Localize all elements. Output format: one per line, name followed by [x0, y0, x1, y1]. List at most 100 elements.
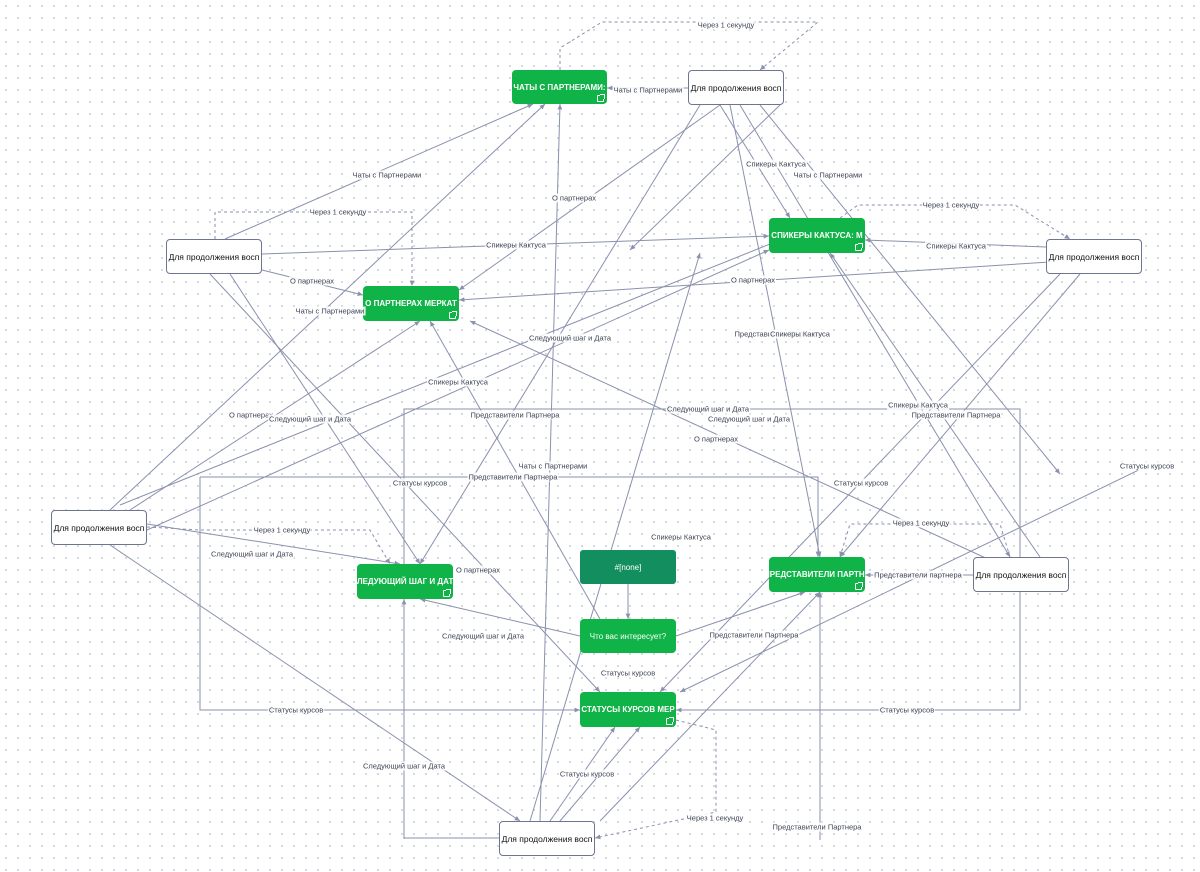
edge-label: Через 1 секунду	[252, 525, 312, 535]
node-continue-2[interactable]: Для продолжения восп	[166, 239, 262, 274]
node-label: ПРЕДСТАВИТЕЛИ ПАРТНЕ	[769, 570, 865, 579]
node-speakers[interactable]: СПИКЕРЫ КАКТУСА: М	[769, 218, 865, 253]
edge-label: Следующий шаг и Дата	[267, 414, 353, 424]
edge-label: Спикеры Кактуса	[769, 329, 831, 339]
edge-label: Спикеры Кактуса	[745, 159, 807, 169]
node-next-step[interactable]: СЛЕДУЮЩИЙ ШАГ И ДАТА	[357, 564, 453, 599]
edge-label: Спикеры Кактуса	[925, 241, 987, 251]
edge-label: Статусы курсов	[1118, 461, 1176, 471]
edge-label: Спикеры Кактуса	[650, 532, 712, 542]
node-continue-5[interactable]: Для продолжения восп	[973, 557, 1069, 592]
edge-line	[529, 252, 701, 822]
external-link-icon[interactable]	[449, 311, 457, 319]
edge-label: Чаты с Партнерами	[792, 170, 864, 180]
node-label: #[none]	[614, 562, 642, 572]
edge-label: Следующий шаг и Дата	[440, 631, 526, 641]
edge-label: Спикеры Кактуса	[427, 377, 489, 387]
node-chaty[interactable]: ЧАТЫ С ПАРТНЕРАМИ:	[512, 70, 607, 104]
edge-label: Статусы курсов	[558, 769, 616, 779]
node-label: Для продолжения восп	[1048, 251, 1140, 262]
node-representatives[interactable]: ПРЕДСТАВИТЕЛИ ПАРТНЕ	[769, 557, 865, 592]
node-continue-4[interactable]: Для продолжения восп	[51, 510, 147, 545]
edge-label: Представители Партнера	[467, 472, 559, 482]
node-label: Для продолжения восп	[975, 569, 1067, 580]
node-continue-6[interactable]: Для продолжения восп	[499, 821, 595, 856]
edge-label: Статусы курсов	[599, 668, 657, 678]
edge-label: Чаты с Партнерами	[612, 85, 684, 95]
timer-edge-line	[594, 719, 717, 840]
external-link-icon[interactable]	[443, 589, 451, 597]
edge-label: О партнерах	[289, 276, 335, 286]
edge-line	[675, 591, 806, 637]
external-link-icon[interactable]	[597, 94, 605, 102]
edge-label: Представители Партнера	[469, 410, 561, 420]
timer-edge-line	[839, 523, 1011, 558]
edge-label: О партнерах	[455, 565, 501, 575]
edge-label: Чаты с Партнерами	[517, 461, 589, 471]
edge-label: Спикеры Кактуса	[887, 400, 949, 410]
external-link-icon[interactable]	[855, 582, 863, 590]
edge-label: Через 1 секунду	[891, 518, 951, 528]
node-label: ЧАТЫ С ПАРТНЕРАМИ:	[513, 82, 606, 92]
node-label: О ПАРТНЕРАХ МЕРКАТ	[365, 299, 457, 308]
edge-line	[200, 476, 821, 557]
external-link-icon[interactable]	[666, 717, 674, 725]
node-label: Для продолжения восп	[501, 833, 593, 844]
edge-label: Через 1 секунду	[921, 200, 981, 210]
edge-label: Представители партнера	[873, 570, 963, 580]
edge-label: Представители Партнера	[910, 410, 1002, 420]
node-label: СЛЕДУЮЩИЙ ШАГ И ДАТА	[357, 577, 453, 586]
node-label: СПИКЕРЫ КАКТУСА: М	[771, 231, 863, 240]
edge-line	[759, 104, 1061, 475]
edge-line	[109, 544, 521, 822]
edge-label: О партнерах	[228, 410, 274, 420]
edge-line	[146, 523, 401, 566]
edge-line	[739, 104, 1011, 558]
edge-label: Статусы курсов	[267, 705, 325, 715]
edge-label: Представители Партнера	[771, 822, 863, 832]
edge-label: Следующий шаг и Дата	[527, 333, 613, 343]
edge-label: Статусы курсов	[832, 478, 890, 488]
external-link-icon[interactable]	[855, 243, 863, 251]
edge-label: Следующий шаг и Дата	[706, 414, 792, 424]
edge-label: О партнерах	[551, 193, 597, 203]
node-label: Для продолжения восп	[53, 522, 145, 533]
edge-line	[199, 477, 580, 713]
edge-line	[146, 249, 770, 531]
timer-edge-line	[559, 21, 820, 71]
edge-label: Статусы курсов	[878, 705, 936, 715]
edge-label: Статусы курсов	[391, 478, 449, 488]
edge-label: Через 1 секунду	[308, 207, 368, 217]
edge-line	[419, 597, 581, 637]
edge-label: Чаты с Партнерами	[351, 170, 423, 180]
timer-edge-line	[214, 211, 415, 286]
edge-label: О партнерах	[730, 275, 776, 285]
timer-edge-line	[839, 204, 1071, 240]
edge-label: Через 1 секунду	[685, 813, 745, 823]
edge-label: Через 1 секунду	[696, 20, 756, 30]
edge-label: Представители Партнера	[708, 630, 800, 640]
edge-label: О партнерах	[693, 434, 739, 444]
node-label: Что вас интересует?	[589, 631, 667, 641]
edge-line	[599, 591, 821, 822]
node-continue-3[interactable]: Для продолжения восп	[1046, 239, 1142, 274]
edge-line	[629, 104, 781, 251]
node-question[interactable]: Что вас интересует?	[580, 619, 676, 653]
node-partners[interactable]: О ПАРТНЕРАХ МЕРКАТ	[363, 286, 459, 321]
edge-line	[429, 320, 601, 620]
node-label: СТАТУСЫ КУРСОВ МЕР	[581, 705, 675, 714]
node-none[interactable]: #[none]	[580, 550, 676, 584]
node-label: Для продолжения восп	[690, 82, 782, 93]
edge-label: Спикеры Кактуса	[485, 240, 547, 250]
edge-line	[119, 239, 781, 506]
edge-label: Следующий шаг и Дата	[209, 549, 295, 559]
edge-label: Чаты с Партнерами	[294, 306, 366, 316]
node-label: Для продолжения восп	[168, 251, 260, 262]
node-continue-1[interactable]: Для продолжения восп	[688, 70, 784, 105]
edge-label: Следующий шаг и Дата	[361, 761, 447, 771]
edge-line	[401, 599, 499, 839]
edge-label: Следующий шаг и Дата	[665, 404, 751, 414]
node-course-status[interactable]: СТАТУСЫ КУРСОВ МЕР	[580, 692, 676, 727]
